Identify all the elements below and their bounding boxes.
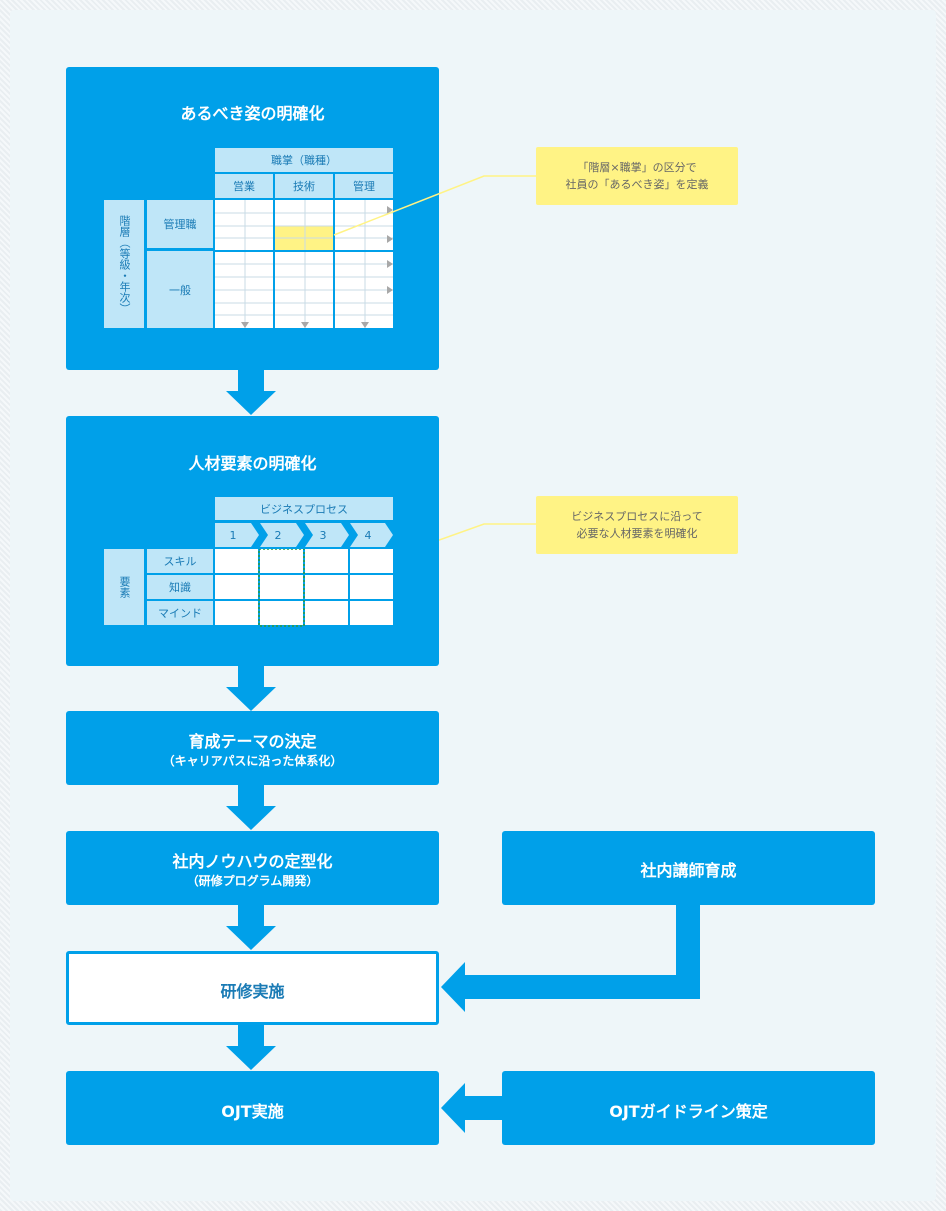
arrow-down-1-head [226,391,276,415]
arrow-left-ojt-head [441,1083,465,1133]
table1-col-sales: 営業 [215,174,273,198]
box-knowhow-title: 社内ノウハウの定型化 [172,852,333,871]
box-instructor-training: 社内講師育成 [502,831,875,905]
box-training-theme-sub: （キャリアパスに沿った体系化） [162,754,343,768]
table1-col-admin: 管理 [335,174,393,198]
arrow-down-3-shaft [238,785,264,807]
table1-col-tech: 技術 [275,174,333,198]
arrow-down-4-head [226,926,276,950]
box-training-theme-title: 育成テーマの決定 [188,732,317,751]
arrow-down-4-shaft [238,905,264,927]
chevron-step-1 [215,523,259,547]
note1-line1: 「階層×職掌」の区分で [577,161,697,174]
table1-grid [215,200,393,328]
box-training-implementation: 研修実施 [66,951,439,1025]
arrow-left-ojt-shaft [465,1096,503,1120]
elbow-arrow-horizontal [465,975,700,999]
table2-row-group-label: 要素 [104,549,144,625]
note-ideal-state: 「階層×職掌」の区分で 社員の「あるべき姿」を定義 [536,147,738,205]
box-instructor-training-title: 社内講師育成 [640,861,737,880]
box-ojt-implementation: OJT実施 [66,1071,439,1145]
step-1-label: 1 [229,528,237,542]
arrow-down-3-head [226,806,276,830]
arrow-down-2-shaft [238,666,264,688]
box-training-implementation-title: 研修実施 [220,982,285,1001]
box-knowhow-sub: （研修プログラム開発） [186,874,319,888]
table1-row-manager: 管理職 [147,200,213,248]
box-ideal-state-title: あるべき姿の明確化 [180,104,325,123]
table2-row-skill: スキル [147,549,213,573]
arrow-down-5-head [226,1046,276,1070]
step-4-label: 4 [364,528,372,542]
table1-group-header: 職掌（職種） [215,148,393,172]
box-ojt-implementation-title: OJT実施 [221,1102,284,1121]
table2-process-chevrons [215,523,393,547]
elbow-arrow-head [441,962,465,1012]
note1-line2: 社員の「あるべき姿」を定義 [565,178,709,191]
chevron-step-3 [305,523,349,547]
box-training-theme: 育成テーマの決定 （キャリアパスに沿った体系化） [66,711,439,785]
table2-group-header: ビジネスプロセス [215,497,393,520]
note2-line2: 必要な人材要素を明確化 [576,527,698,540]
table2-dotted-highlight [258,549,305,627]
note-hr-elements: ビジネスプロセスに沿って 必要な人材要素を明確化 [536,496,738,554]
arrow-down-5-shaft [238,1025,264,1047]
arrow-down-1-shaft [238,370,264,392]
step-2-label: 2 [274,528,282,542]
box-ojt-guideline-title: OJTガイドライン策定 [609,1102,768,1121]
box-ojt-guideline: OJTガイドライン策定 [502,1071,875,1145]
note2-line1: ビジネスプロセスに沿って [571,510,703,523]
table2-grid [215,549,393,627]
chevron-step-4 [350,523,393,547]
step-3-label: 3 [319,528,327,542]
arrow-down-2-head [226,687,276,711]
box-hr-elements-title: 人材要素の明確化 [188,454,317,473]
table2-row-mind: マインド [147,601,213,625]
chevron-step-2 [260,523,304,547]
table1-row-general: 一般 [147,251,213,328]
table1-row-group-label: 階層（等級・年次） [104,200,144,328]
table2-row-knowledge: 知識 [147,575,213,599]
box-knowhow: 社内ノウハウの定型化 （研修プログラム開発） [66,831,439,905]
